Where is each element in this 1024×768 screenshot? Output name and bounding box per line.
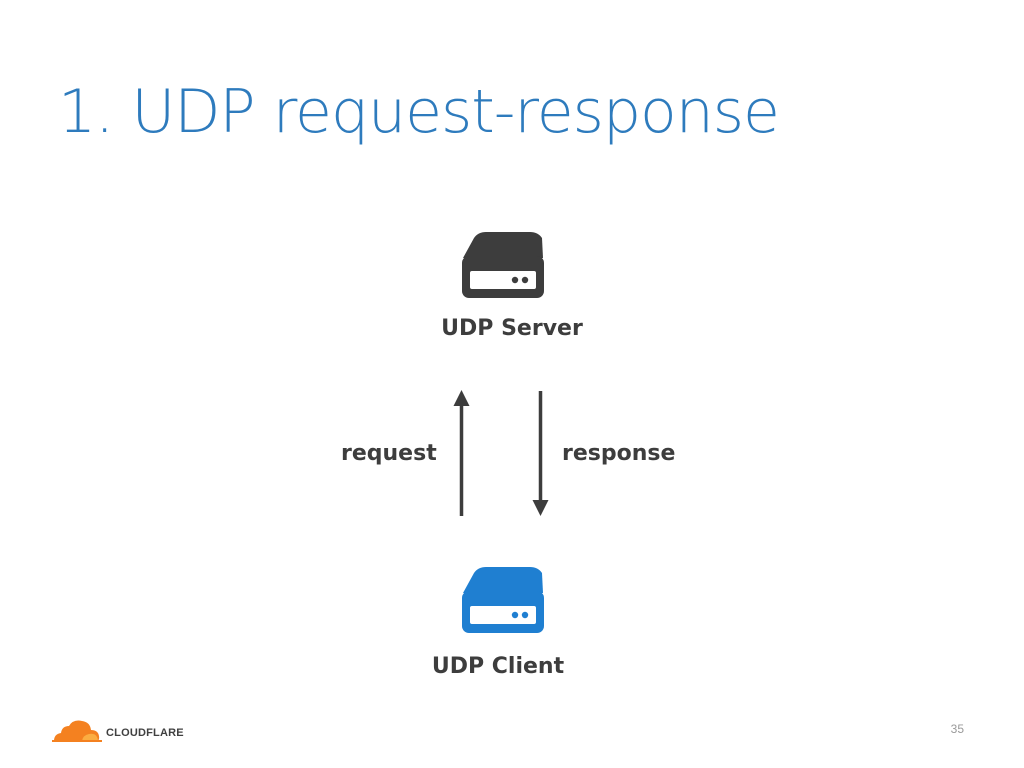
request-arrow [453, 390, 470, 516]
logo-text: CLOUDFLARE [106, 727, 184, 739]
server-icon [462, 232, 544, 298]
cloud-logo-icon [52, 720, 102, 742]
request-label: request [341, 441, 437, 466]
cloudflare-logo: CLOUDFLARE [52, 716, 184, 744]
response-label: response [562, 441, 676, 466]
client-label: UDP Client [431, 654, 565, 679]
page-number: 35 [950, 722, 964, 736]
slide-title: 1. UDP request-response [58, 77, 780, 147]
server-label: UDP Server [441, 316, 583, 341]
response-arrow [532, 391, 549, 516]
client-icon [462, 567, 544, 633]
